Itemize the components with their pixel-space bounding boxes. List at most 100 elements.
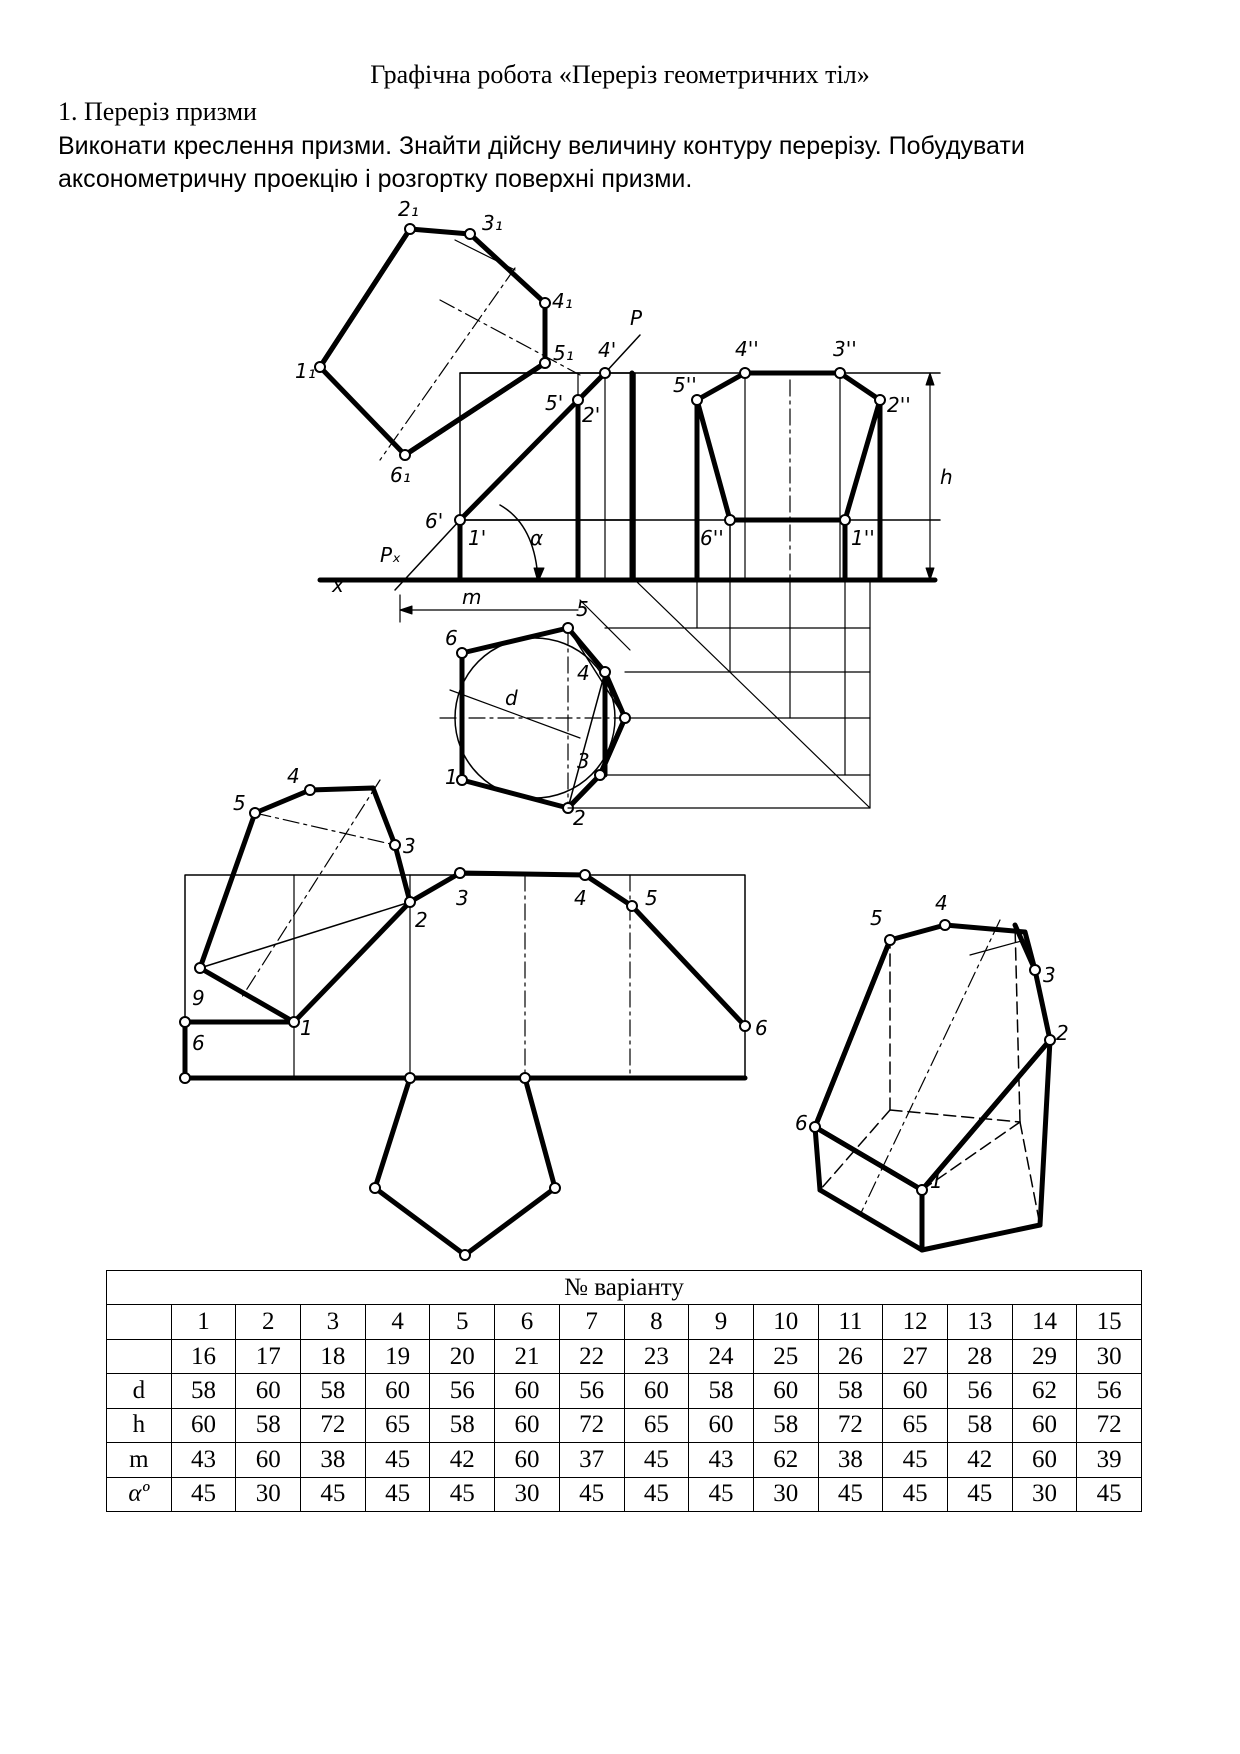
table-cell: 17 (235, 1338, 302, 1375)
table-cell: 60 (494, 1373, 560, 1409)
table-header-row: № варіанту (106, 1269, 1142, 1306)
label-6-prime: 6' (425, 509, 443, 533)
variants-table: № варіанту 1 2 3 4 5 6 7 8 9 10 11 12 13… (106, 1269, 1142, 1513)
label-axo-4: 4 (935, 891, 948, 915)
table-cell: 28 (946, 1338, 1013, 1375)
label-6-dprime: 6'' (700, 526, 724, 550)
table-cell: 13 (946, 1304, 1013, 1340)
label-section-5: 5 (233, 791, 246, 815)
table-cell: 9 (688, 1304, 754, 1340)
table-cell: 3 (300, 1304, 366, 1340)
label-circle-1: 1 (445, 765, 458, 789)
table-cell: 12 (882, 1304, 948, 1340)
label-axo-5: 5 (870, 906, 883, 930)
surface-development (179, 779, 751, 1261)
table-cell: 8 (623, 1304, 690, 1340)
label-6-1: 6₁ (390, 463, 411, 487)
table-cell: 29 (1011, 1338, 1078, 1375)
row-m: m 43 60 38 45 42 60 37 45 43 62 38 45 42… (106, 1442, 1142, 1478)
table-cell: 60 (882, 1373, 948, 1409)
label-4-dprime: 4'' (735, 337, 759, 361)
table-cell: 45 (882, 1442, 948, 1478)
table-cell: 62 (752, 1442, 819, 1478)
label-section-6: 6 (192, 1031, 205, 1055)
table-cell: 60 (235, 1373, 302, 1409)
table-cell: 42 (429, 1442, 496, 1478)
table-cell: 58 (170, 1373, 237, 1409)
label-axo-3: 3 (1043, 963, 1056, 987)
label-section-2: 2 (415, 908, 428, 932)
label-d: d (505, 686, 518, 710)
table-cell: 65 (364, 1407, 431, 1444)
table-cell: 45 (364, 1442, 431, 1478)
table-cell: 45 (688, 1476, 754, 1513)
table-cell: 60 (688, 1407, 754, 1444)
table-cell: 58 (300, 1373, 366, 1409)
table-cell: 19 (364, 1338, 431, 1375)
table-cell: 23 (623, 1338, 690, 1375)
table-header: № варіанту (106, 1269, 1142, 1306)
table-cell: 30 (1076, 1338, 1142, 1375)
row-d: d 58 60 58 60 56 60 56 60 58 60 58 60 56… (106, 1373, 1142, 1409)
table-cell: 62 (1011, 1373, 1078, 1409)
label-5-prime: 5' (545, 391, 563, 415)
drawing-labels: 2₁ 3₁ 4₁ 5₁ 1₁ 6₁ P 4' 5' 2' 6' 1' α Pₓ … (192, 197, 1069, 1193)
label-section-9: 9 (192, 986, 205, 1010)
table-cell: 60 (623, 1373, 690, 1409)
table-cell: 58 (946, 1407, 1013, 1444)
label-section-1: 1 (300, 1016, 313, 1040)
table-cell: 24 (688, 1338, 754, 1375)
label-4-prime: 4' (598, 338, 616, 362)
table-cell: 45 (623, 1442, 690, 1478)
table-cell: 72 (817, 1407, 884, 1444)
horizontal-projection (399, 594, 631, 814)
table-cell: 30 (494, 1476, 560, 1513)
label-1-prime: 1' (468, 526, 486, 550)
table-cell: 65 (882, 1407, 948, 1444)
table-cell: 22 (558, 1338, 625, 1375)
table-cell: 56 (1076, 1373, 1142, 1409)
table-cell: 26 (817, 1338, 884, 1375)
page-title: Графічна робота «Переріз геометричних ті… (370, 60, 870, 89)
row-label: d (106, 1373, 172, 1409)
task-description: Виконати креслення призми. Знайти дійсну… (58, 132, 1025, 193)
label-unfold-4: 4 (574, 886, 587, 910)
table-cell: 45 (623, 1476, 690, 1513)
table-cell: 20 (429, 1338, 496, 1375)
label-2-1: 2₁ (398, 197, 419, 221)
label-px: Pₓ (380, 543, 401, 567)
table-cell: 14 (1011, 1304, 1078, 1340)
profile-projection (691, 367, 935, 583)
projection-link-lines (567, 579, 871, 809)
table-cell: 16 (170, 1338, 237, 1375)
table-cell: 45 (817, 1476, 884, 1513)
table-cell: 58 (235, 1407, 302, 1444)
table-cell: 6 (494, 1304, 560, 1340)
label-2-dprime: 2'' (887, 393, 911, 417)
table-cell: 72 (1076, 1407, 1142, 1444)
table-cell: 56 (946, 1373, 1013, 1409)
table-cell: 56 (558, 1373, 625, 1409)
label-axo-6: 6 (795, 1111, 808, 1135)
table-cell: 30 (1011, 1476, 1078, 1513)
variants-row-2: 16 17 18 19 20 21 22 23 24 25 26 27 28 2… (106, 1338, 1142, 1375)
table-cell: 60 (752, 1373, 819, 1409)
table-cell: 27 (882, 1338, 948, 1375)
label-section-4: 4 (287, 764, 300, 788)
table-cell: 43 (170, 1442, 237, 1478)
table-cell: 15 (1076, 1304, 1142, 1340)
table-cell: 45 (364, 1476, 431, 1513)
label-1-1: 1₁ (295, 359, 316, 383)
table-cell: 38 (300, 1442, 366, 1478)
table-cell: 45 (429, 1476, 496, 1513)
table-cell: 72 (558, 1407, 625, 1444)
table-cell: 58 (429, 1407, 496, 1444)
label-m: m (462, 585, 481, 609)
label-circle-4: 4 (577, 661, 590, 685)
table-cell: 25 (752, 1338, 819, 1375)
row-label: αº (106, 1476, 172, 1513)
label-axo-1: 1 (930, 1169, 943, 1193)
label-5-dprime: 5'' (673, 373, 697, 397)
table-cell: 72 (300, 1407, 366, 1444)
